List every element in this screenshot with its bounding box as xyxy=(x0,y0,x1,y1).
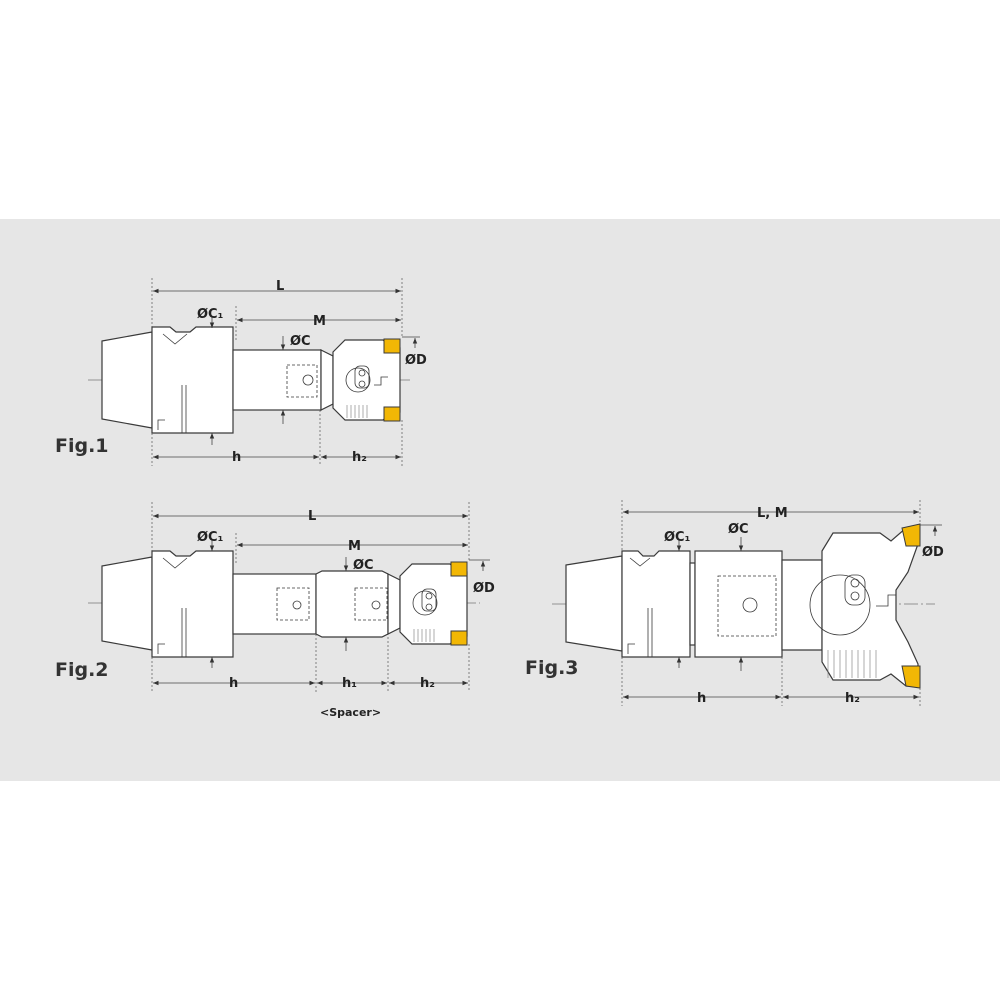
fig3-dim-D: ØD xyxy=(922,545,944,560)
fig3-dim-C1: ØC₁ xyxy=(664,530,690,545)
fig3-dim-h: h xyxy=(697,691,706,706)
fig1-dim-D: ØD xyxy=(405,353,427,368)
fig2-dim-C: ØC xyxy=(353,558,374,573)
fig1-label: Fig.1 xyxy=(55,435,109,457)
fig1-dim-h: h xyxy=(232,450,241,465)
fig3-dim-LM: L, M xyxy=(757,506,788,521)
fig2-dim-L: L xyxy=(308,509,316,524)
fig1-dim-C: ØC xyxy=(290,334,311,349)
insert-top-icon xyxy=(901,523,921,547)
insert-top-icon xyxy=(383,338,401,354)
insert-bottom-icon xyxy=(450,630,468,646)
fig2-spacer-label: <Spacer> xyxy=(320,706,381,719)
fig3-label: Fig.3 xyxy=(525,657,579,679)
fig1-dim-C1: ØC₁ xyxy=(197,307,223,322)
figure-1: Fig.1 L M ØC₁ ØC ØD h h₂ xyxy=(55,278,427,466)
fig3-dim-C: ØC xyxy=(728,522,749,537)
fig2-dim-h2: h₂ xyxy=(420,676,435,691)
fig2-dim-M: M xyxy=(348,539,361,554)
fig1-dim-h2: h₂ xyxy=(352,450,367,465)
insert-top-icon xyxy=(450,561,468,577)
figure-2: Fig.2 L M ØC₁ ØC ØD h h₁ h₂ <Spacer> xyxy=(55,502,495,719)
fig2-dim-h1: h₁ xyxy=(342,676,357,691)
fig1-dim-M: M xyxy=(313,314,326,329)
figure-3: Fig.3 L, M ØC₁ ØC ØD h h₂ xyxy=(525,500,944,706)
fig2-label: Fig.2 xyxy=(55,659,109,681)
drawing-panel xyxy=(0,219,1000,781)
fig2-dim-D: ØD xyxy=(473,581,495,596)
insert-bottom-icon xyxy=(383,406,401,422)
fig1-dim-L: L xyxy=(276,279,284,294)
fig2-dim-C1: ØC₁ xyxy=(197,530,223,545)
fig3-dim-h2: h₂ xyxy=(845,691,860,706)
fig2-dim-h: h xyxy=(229,676,238,691)
